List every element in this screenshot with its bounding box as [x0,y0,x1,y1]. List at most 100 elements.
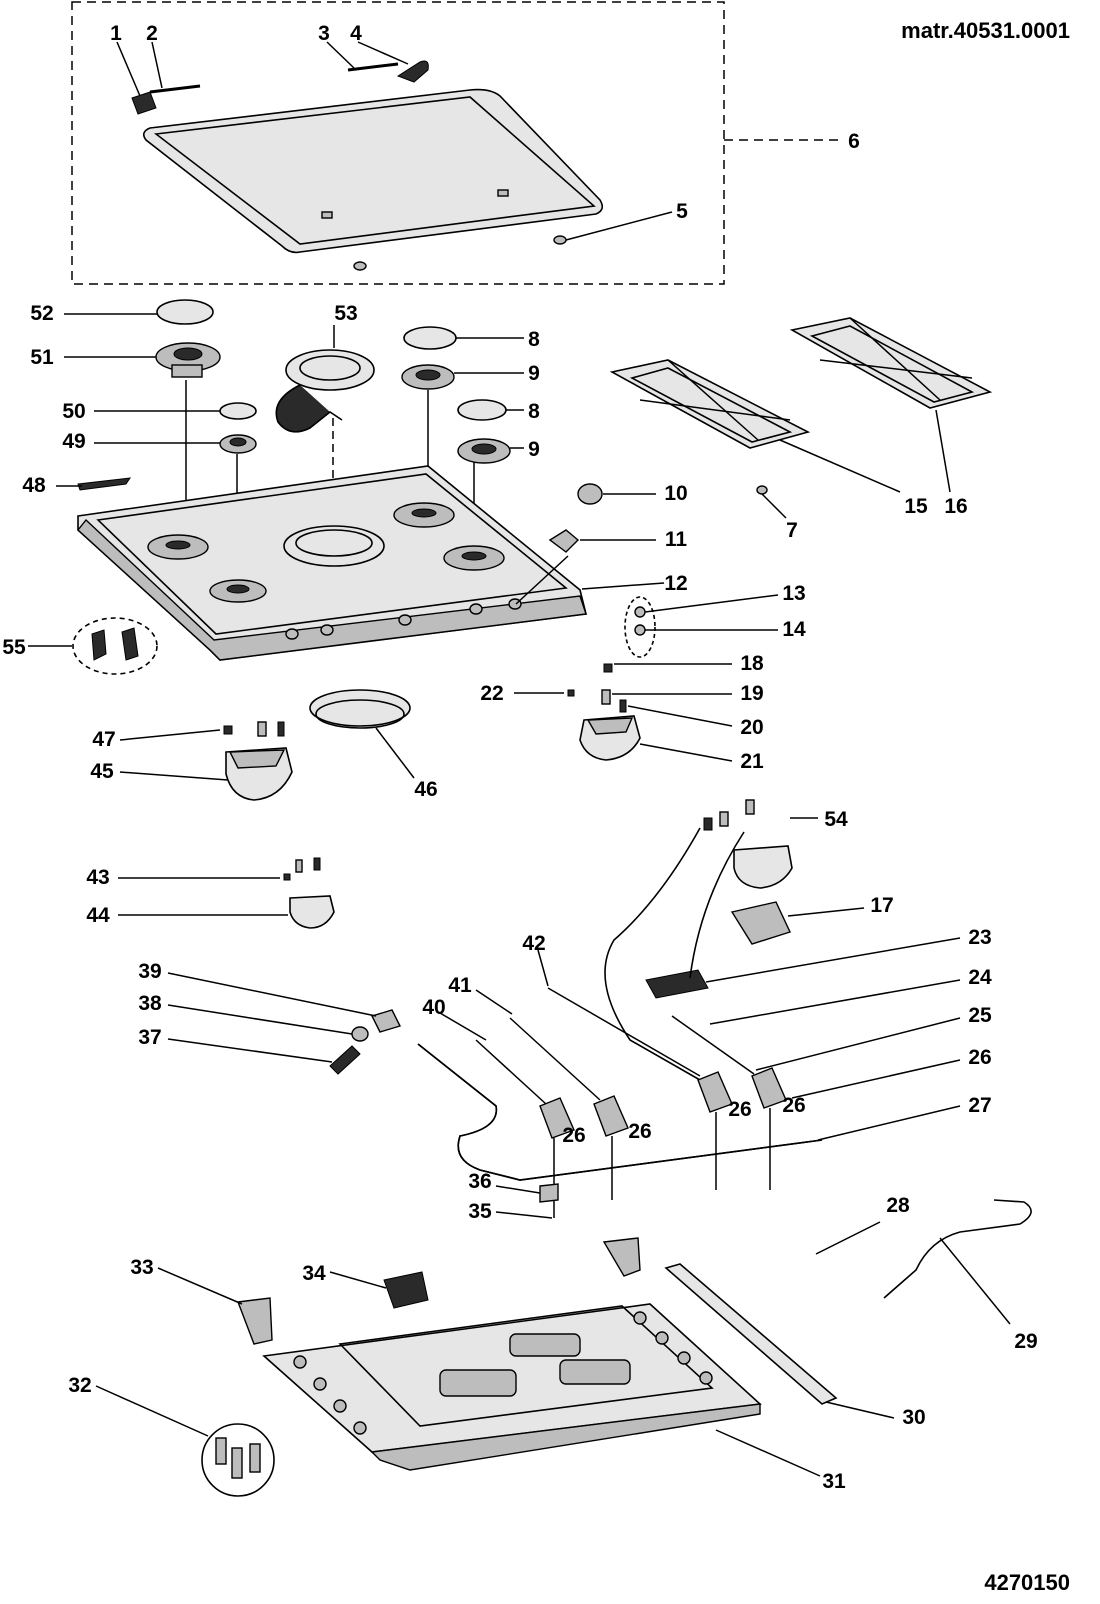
callout: 3 [318,22,330,45]
callout: 22 [480,682,503,705]
drip-tray [309,689,415,779]
callout: 2 [146,22,158,45]
callout: 9 [528,438,540,461]
callout: 55 [2,636,26,659]
lid-hinge-left [131,91,157,115]
lid-group-box [71,1,725,285]
gas-valves [417,949,961,1219]
callout: 27 [968,1094,991,1117]
callout: 9 [528,362,540,385]
callout: 41 [448,974,472,997]
callout: 25 [968,1004,992,1027]
callout: 49 [62,430,85,453]
side-trim [77,477,132,491]
knob-bezel [548,529,580,553]
callout: 6 [848,130,860,153]
callout: 33 [130,1256,153,1279]
fixing-clips [95,1385,275,1497]
callout: 26 [968,1046,991,1069]
callout-labels: 1 2 3 4 5 6 7 8 9 8 9 10 11 12 13 14 15 … [2,22,1037,1493]
callout: 52 [30,302,53,325]
burner-cap-small [219,402,257,420]
callout: 34 [302,1262,326,1285]
ignition-group [624,594,779,658]
callout: 45 [90,760,114,783]
callout: 37 [138,1026,161,1049]
callout: 26 [628,1120,651,1143]
callout: 15 [904,495,928,518]
callout: 5 [676,200,688,223]
callout: 30 [902,1406,925,1429]
callout: 24 [968,966,992,989]
callout: 26 [562,1124,585,1147]
hob-top [56,465,665,661]
callout: 50 [62,400,85,423]
inlet-fittings [167,972,401,1075]
callout: 39 [138,960,161,983]
callout: 23 [968,926,991,949]
ignition-generator [730,901,791,945]
burner-cup-left [119,721,293,801]
burner-cup-right [514,663,733,762]
pan-support-left [609,359,811,449]
material-code: matr.40531.0001 [901,18,1070,43]
burner-cap-medium-a [403,326,457,350]
callout: 18 [740,652,764,675]
callout: 48 [22,474,46,497]
callout: 46 [414,778,437,801]
callout: 26 [782,1094,805,1117]
ignition-unit [604,827,961,1081]
callout: 42 [522,932,545,955]
burner-cap-medium-b [457,399,507,421]
callout: 44 [86,904,110,927]
callout: 19 [740,682,763,705]
callout: 31 [822,1470,846,1493]
control-knob [515,483,656,605]
power-cable [815,1199,1032,1325]
lid-hinge-right [396,60,429,83]
callout: 14 [782,618,806,641]
burner-cap-large [156,299,214,325]
callout: 17 [870,894,893,917]
callout: 40 [422,996,445,1019]
callout: 8 [528,400,540,423]
callout: 43 [86,866,109,889]
terminal-block [645,969,709,999]
knob [577,483,603,505]
seal-strip [664,1263,895,1419]
rubber-foot [756,485,768,495]
callout: 28 [886,1194,910,1217]
connector-group [28,617,158,675]
pan-support-right [789,317,993,409]
brackets [157,1237,641,1345]
hotplate-cable [275,384,331,433]
pan-supports [609,317,993,519]
callout: 10 [664,482,687,505]
callout: 11 [665,528,688,551]
callout: 7 [786,519,798,542]
callout: 26 [728,1098,751,1121]
callout: 51 [30,346,54,369]
callout: 54 [824,808,848,831]
callout: 29 [1014,1330,1037,1353]
callout: 4 [350,22,362,45]
callout: 21 [740,750,764,773]
burner-cup-small [118,857,335,929]
lid-assembly [71,1,838,285]
document-code: 4270150 [984,1570,1070,1595]
callout: 13 [782,582,805,605]
callout: 32 [68,1374,91,1397]
callout: 47 [92,728,115,751]
callout: 53 [334,302,357,325]
callout: 16 [944,495,967,518]
callout: 38 [138,992,162,1015]
glass-lid [142,88,604,254]
callout: 36 [468,1170,491,1193]
callout: 8 [528,328,540,351]
callout: 1 [110,22,122,45]
callout: 20 [740,716,763,739]
callout: 12 [664,572,687,595]
burner-cup-upper-right [703,799,818,889]
bottom-tray [262,1303,821,1477]
